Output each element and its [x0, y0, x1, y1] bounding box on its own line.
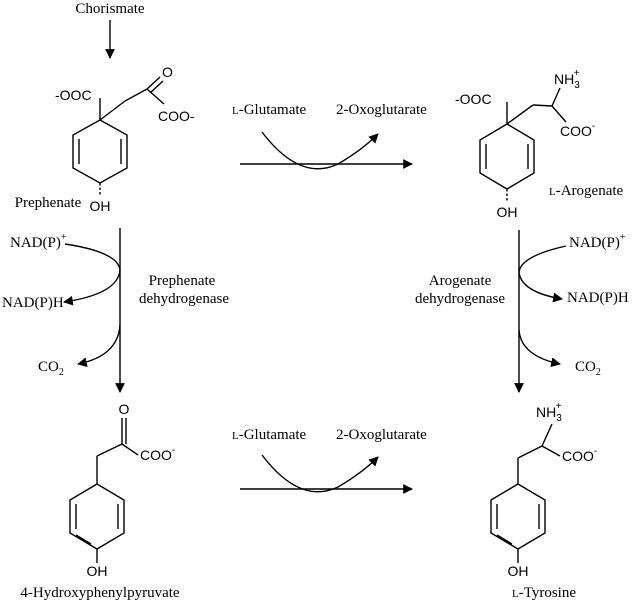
top-glutamate-curve	[261, 131, 379, 170]
bottom-oxoglutarate-label: 2-Oxoglutarate	[336, 427, 427, 443]
bottom-glutamate-curve	[261, 454, 379, 493]
tyrosine-label: L-Tyrosine	[512, 585, 576, 601]
chorismate-label: Chorismate	[75, 1, 144, 17]
right-nadp-curve	[518, 245, 567, 303]
arogenate-structure	[479, 87, 567, 202]
left-nadp-curve	[63, 243, 121, 306]
prephenate-hydroxyl: OH	[90, 198, 111, 214]
arogenate-hydroxyl: OH	[497, 204, 518, 220]
right-nadp-label: NAD(P)+	[569, 232, 626, 251]
prephenate-left-carboxylate: -OOC	[55, 87, 92, 103]
hpp-hydroxyl: OH	[87, 563, 108, 579]
prephenate-structure	[72, 76, 165, 196]
hpp-carboxylate: COO-	[140, 445, 175, 463]
arogenate-ammonium: NH3+	[554, 68, 580, 91]
tyrosine-ammonium: NH3+	[536, 401, 562, 424]
right-co2-curve	[518, 329, 561, 368]
right-nadph-label: NAD(P)H	[567, 290, 629, 306]
hpp-structure	[69, 418, 139, 563]
prephenate-label: Prephenate	[15, 195, 82, 211]
arogenate-left-carboxylate: -OOC	[455, 91, 492, 107]
arogenate-carboxylate: COO-	[560, 121, 595, 139]
top-oxoglutarate-label: 2-Oxoglutarate	[336, 102, 427, 118]
prephenate-carbonyl-o: O	[162, 64, 173, 80]
tyrosine-carboxylate: COO-	[562, 446, 597, 464]
arogenate-dehydrogenase-line1: Arogenate	[429, 273, 492, 289]
left-co2-label: CO2	[38, 359, 64, 378]
hpp-label: 4-Hydroxyphenylpyruvate	[20, 585, 179, 601]
top-glutamate-label: L-Glutamate	[232, 102, 307, 118]
arogenate-dehydrogenase-line2: dehydrogenase	[415, 291, 505, 307]
tyrosine-structure	[490, 423, 561, 563]
right-co2-label: CO2	[575, 359, 601, 378]
left-nadph-label: NAD(P)H	[2, 295, 64, 311]
hpp-carbonyl-o: O	[119, 401, 130, 417]
left-co2-curve	[77, 324, 121, 368]
prephenate-dehydrogenase-line1: Prephenate	[149, 273, 216, 289]
prephenate-right-carboxylate: COO-	[158, 108, 195, 124]
prephenate-dehydrogenase-line2: dehydrogenase	[139, 291, 229, 307]
arogenate-label: L-Arogenate	[549, 183, 624, 199]
tyrosine-hydroxyl: OH	[508, 563, 529, 579]
left-nadp-label: NAD(P)+	[10, 232, 67, 251]
bottom-glutamate-label: L-Glutamate	[232, 427, 307, 443]
